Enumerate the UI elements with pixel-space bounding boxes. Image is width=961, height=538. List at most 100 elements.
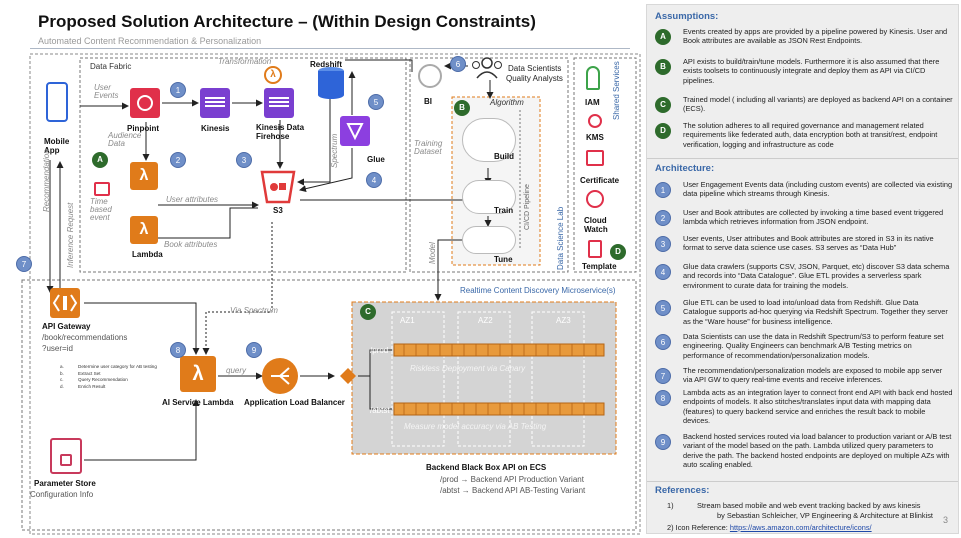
step-badge-7: 7 bbox=[16, 256, 32, 272]
certificate-label: Certificate bbox=[580, 176, 620, 185]
certificate-icon bbox=[586, 150, 604, 166]
transformation-label: Transformation bbox=[218, 57, 272, 66]
prod-path-label: /prod bbox=[370, 346, 389, 355]
edge-label-query: query bbox=[226, 366, 247, 375]
lambda-steps-list: a.Determine user category for AB testing… bbox=[60, 364, 157, 390]
architecture-text: Glue data crawlers (supports CSV, JSON, … bbox=[683, 262, 950, 290]
step-badge-2: 2 bbox=[170, 152, 186, 168]
step-badge-6: 6 bbox=[450, 56, 466, 72]
architecture-heading: Architecture: bbox=[655, 163, 715, 174]
pinpoint-label: Pinpoint bbox=[127, 124, 159, 133]
kinesis-label: Kinesis bbox=[201, 124, 230, 133]
bi-chart-icon bbox=[418, 64, 442, 88]
abtst-container-row bbox=[393, 402, 605, 416]
step-badge-4: 4 bbox=[366, 172, 382, 188]
abtst-route-label: /abtst → Backend API AB-Testing Variant bbox=[440, 486, 586, 495]
api-gateway-label: API Gateway bbox=[42, 322, 91, 331]
lambda-book-icon: λ bbox=[130, 216, 158, 244]
measure-label: Measure model accuracy via AB Testing bbox=[404, 422, 547, 431]
prod-container-row bbox=[393, 343, 605, 357]
load-balancer-icon bbox=[262, 358, 298, 394]
edge-label-recommendation: Recommendation bbox=[42, 149, 51, 212]
redshift-label: Redshift bbox=[310, 60, 342, 69]
notes-panel: Assumptions: A Events created by apps ar… bbox=[646, 4, 959, 534]
data-science-lab-label: Data Science Lab bbox=[556, 206, 565, 270]
edge-label-via-spectrum: Via Spectrum bbox=[230, 306, 278, 315]
edge-label-inference-request: Inference Request bbox=[66, 202, 75, 268]
pinpoint-icon bbox=[130, 88, 160, 118]
architecture-marker: 1 bbox=[655, 182, 671, 198]
reference-2-label: Icon Reference: bbox=[675, 523, 728, 532]
az2-zone bbox=[457, 311, 511, 447]
riskless-label: Riskless Deployment via Canary bbox=[410, 364, 526, 373]
icon-reference-link[interactable]: https://aws.amazon.com/architecture/icon… bbox=[729, 523, 872, 532]
glue-label: Glue bbox=[367, 155, 385, 164]
edge-model-deploy bbox=[434, 239, 470, 301]
step-badge-9: 9 bbox=[246, 342, 262, 358]
architecture-marker: 7 bbox=[655, 368, 671, 384]
parameter-store-label: Parameter Store bbox=[34, 479, 96, 488]
architecture-diagram bbox=[21, 53, 641, 535]
assumption-item: C Trained model ( including all variants… bbox=[655, 95, 955, 119]
architecture-text: User Engagement Events data (including c… bbox=[683, 180, 953, 199]
edge-spectrum bbox=[297, 70, 331, 186]
reference-1-line-1: Stream based mobile and web event tracki… bbox=[697, 501, 921, 510]
edge-label-user-attributes: User attributes bbox=[166, 195, 219, 204]
architecture-text: Lambda acts as an integration layer to c… bbox=[683, 388, 953, 426]
cloudwatch-icon bbox=[586, 190, 604, 208]
prod-route-label: /prod → Backend API Production Variant bbox=[440, 475, 584, 484]
az3-label: AZ3 bbox=[556, 316, 571, 325]
tune-cloud-icon bbox=[462, 226, 516, 254]
references-heading: References: bbox=[655, 485, 710, 496]
lambda-step: c.Query Recommendation bbox=[60, 377, 128, 382]
transformation-lambda-icon: λ bbox=[264, 66, 282, 84]
architecture-marker: 5 bbox=[655, 300, 671, 316]
router-icon bbox=[338, 366, 358, 386]
page-title: Proposed Solution Architecture – (Within… bbox=[38, 12, 536, 31]
panel-divider bbox=[647, 481, 958, 482]
title-divider bbox=[30, 48, 630, 49]
lambda-step: b.Extract Set bbox=[60, 370, 101, 376]
architecture-marker: 8 bbox=[655, 390, 671, 406]
panel-divider bbox=[647, 158, 958, 159]
assumption-item: D The solution adheres to all required g… bbox=[655, 121, 955, 155]
edge-label-book-attributes: Book attributes bbox=[164, 240, 218, 249]
data-science-lab-region bbox=[409, 57, 569, 273]
reference-marker: 2) bbox=[667, 523, 674, 532]
assumption-text: Trained model ( including all variants) … bbox=[683, 95, 953, 114]
users-icon bbox=[470, 56, 504, 80]
step-badge-3: 3 bbox=[236, 152, 252, 168]
train-cloud-icon bbox=[462, 180, 516, 214]
architecture-marker: 2 bbox=[655, 210, 671, 226]
edge-redshift-bi bbox=[345, 59, 413, 72]
edge-book-attributes bbox=[158, 207, 258, 239]
edge-via-spectrum bbox=[202, 222, 273, 355]
ai-lambda-icon: λ bbox=[180, 356, 216, 392]
architecture-marker: 6 bbox=[655, 334, 671, 350]
reference-1: 1)Stream based mobile and web event trac… bbox=[667, 501, 920, 511]
data-fabric-region bbox=[79, 57, 407, 273]
architecture-text: User events, User attributes and Book at… bbox=[683, 234, 934, 253]
lambda-label: Lambda bbox=[132, 250, 163, 259]
cicd-label: CI/CD Pipeline bbox=[524, 184, 531, 230]
api-query-label: ?user=id bbox=[42, 344, 73, 353]
iam-key-icon bbox=[586, 66, 600, 90]
edge-label-training-dataset: Training Dataset bbox=[414, 139, 443, 156]
architecture-marker: 4 bbox=[655, 264, 671, 280]
reference-2: 2) Icon Reference: https://aws.amazon.co… bbox=[667, 523, 872, 533]
architecture-text: Backend hosted services routed via load … bbox=[683, 432, 952, 470]
step-badge-8: 8 bbox=[170, 342, 186, 358]
edge-router-variants bbox=[358, 349, 392, 410]
assumption-marker: C bbox=[655, 97, 671, 113]
backend-title: Backend Black Box API on ECS bbox=[426, 463, 547, 472]
assumption-marker: B bbox=[655, 59, 671, 75]
build-label: Build bbox=[494, 152, 514, 161]
lambda-step: a.Determine user category for AB testing bbox=[60, 364, 157, 369]
architecture-marker: 9 bbox=[655, 434, 671, 450]
assumption-item: A Events created by apps are provided by… bbox=[655, 27, 955, 53]
redshift-icon bbox=[316, 66, 346, 100]
config-info-label: Configuration Info bbox=[30, 490, 94, 499]
data-scientists-label: Data Scientists bbox=[508, 64, 562, 73]
api-path-label: /book/recommendations bbox=[42, 333, 128, 342]
az1-zone bbox=[391, 311, 445, 447]
